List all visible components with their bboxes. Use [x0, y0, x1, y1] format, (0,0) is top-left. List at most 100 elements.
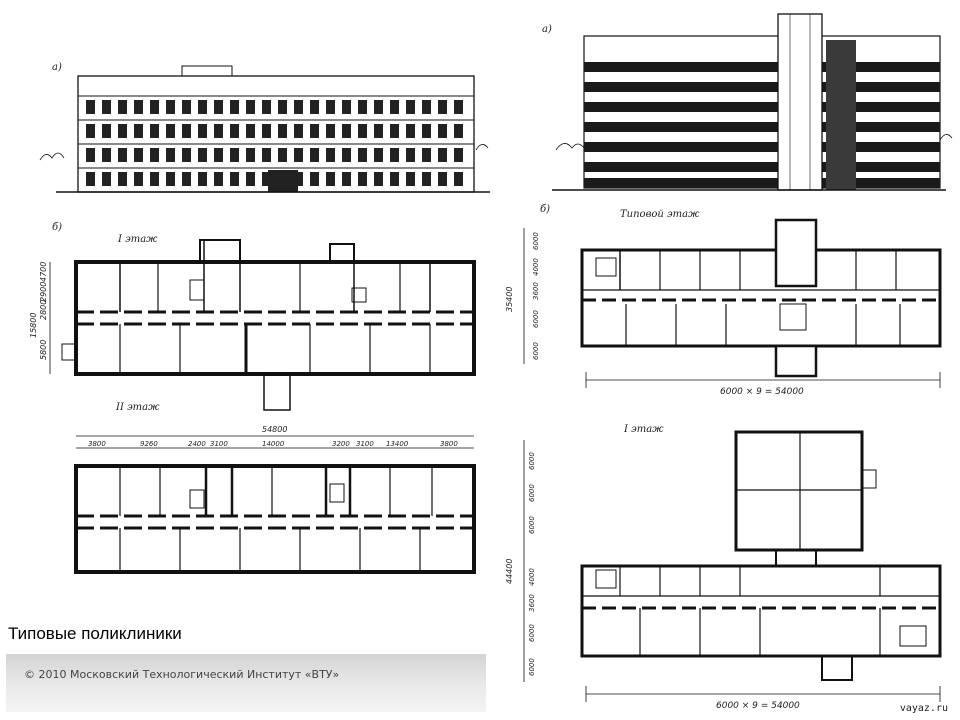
facade-window: [262, 148, 271, 162]
facade-window: [86, 172, 95, 186]
facade-window: [166, 124, 175, 138]
facade-window: [374, 172, 383, 186]
facade-window: [198, 148, 207, 162]
right-v2-f: 6000: [528, 624, 536, 642]
facade-window: [358, 100, 367, 114]
left-seg-7: 3100: [356, 440, 374, 448]
facade-window: [390, 172, 399, 186]
facade-window: [150, 100, 159, 114]
right-v1-a: 6000: [532, 232, 540, 250]
facade-window: [278, 100, 287, 114]
right-dim-2: 6000 × 9 = 54000: [716, 701, 800, 711]
right-v2-e: 3600: [528, 594, 536, 612]
facade-window: [246, 148, 255, 162]
left-floor2-label: II этаж: [115, 402, 160, 413]
facade-window: [422, 100, 431, 114]
facade-window: [102, 172, 111, 186]
right-v2-a: 6000: [528, 452, 536, 470]
facade-window: [246, 100, 255, 114]
right-facade: [552, 13, 953, 191]
facade-window-band: [584, 178, 940, 188]
facade-window: [294, 172, 303, 186]
facade-window: [326, 100, 335, 114]
facade-window: [198, 124, 207, 138]
facade-window: [310, 124, 319, 138]
facade-window: [406, 100, 415, 114]
facade-window: [294, 100, 303, 114]
facade-window: [438, 124, 447, 138]
right-plan-ground: [580, 430, 942, 681]
facade-window: [230, 172, 239, 186]
facade-window: [390, 100, 399, 114]
facade-window: [422, 124, 431, 138]
right-v2-b: 6000: [528, 484, 536, 502]
facade-window: [422, 172, 431, 186]
right-v1-c: 3600: [532, 282, 540, 300]
right-label-a: а): [542, 24, 552, 35]
facade-window: [342, 148, 351, 162]
left-seg-5: 14000: [262, 440, 285, 448]
left-seg-3: 2400: [188, 440, 206, 448]
facade-window: [374, 124, 383, 138]
facade-window: [358, 124, 367, 138]
right-typical-label: Типовой этаж: [620, 209, 700, 220]
facade-window: [374, 148, 383, 162]
facade-window: [454, 172, 463, 186]
facade-window: [310, 100, 319, 114]
facade-window: [118, 172, 127, 186]
facade-window: [150, 172, 159, 186]
facade-window: [134, 100, 143, 114]
facade-window: [102, 124, 111, 138]
facade-window: [118, 100, 127, 114]
left-seg-9: 3800: [440, 440, 458, 448]
right-v1-e: 6000: [532, 342, 540, 360]
facade-window: [406, 148, 415, 162]
left-plan-floor1: [61, 239, 476, 411]
facade-window: [358, 172, 367, 186]
facade-window: [246, 172, 255, 186]
facade-window: [342, 100, 351, 114]
right-vtotal-1: 35400: [505, 287, 514, 312]
facade-window: [438, 172, 447, 186]
right-dim-1: 6000 × 9 = 54000: [720, 387, 804, 397]
right-plan2-dims: 6000 × 9 = 54000 44400 6000 6000 6000 40…: [505, 440, 941, 711]
right-v2-g: 6000: [528, 658, 536, 676]
facade-window: [182, 100, 191, 114]
facade-window: [150, 124, 159, 138]
facade-window: [342, 124, 351, 138]
facade-window: [374, 100, 383, 114]
facade-window: [86, 124, 95, 138]
facade-window: [358, 148, 367, 162]
facade-window: [406, 124, 415, 138]
facade-window: [214, 172, 223, 186]
left-seg-1: 3800: [88, 440, 106, 448]
right-floor1-label: I этаж: [623, 424, 664, 435]
left-plan1-vdims: 4700 2900 2800 15800 5800: [29, 262, 51, 374]
facade-window: [454, 100, 463, 114]
facade-window: [278, 124, 287, 138]
facade-window: [262, 124, 271, 138]
left-seg-2: 9260: [140, 440, 158, 448]
right-v2-c: 6000: [528, 516, 536, 534]
facade-window: [166, 172, 175, 186]
left-vdim-5: 5800: [39, 340, 48, 360]
facade-window: [102, 100, 111, 114]
facade-window: [86, 100, 95, 114]
facade-window-band: [584, 102, 940, 112]
footer-copyright: © 2010 Московский Технологический Инстит…: [24, 668, 340, 681]
facade-window: [150, 148, 159, 162]
facade-window: [230, 148, 239, 162]
facade-window: [118, 124, 127, 138]
facade-window: [230, 100, 239, 114]
facade-window: [454, 148, 463, 162]
facade-window: [390, 124, 399, 138]
facade-window: [342, 172, 351, 186]
facade-window: [86, 148, 95, 162]
left-label-a: а): [52, 62, 62, 73]
facade-window: [134, 124, 143, 138]
facade-window: [214, 124, 223, 138]
facade-window-band: [584, 82, 940, 92]
facade-window: [166, 100, 175, 114]
facade-window: [182, 124, 191, 138]
facade-window: [326, 148, 335, 162]
